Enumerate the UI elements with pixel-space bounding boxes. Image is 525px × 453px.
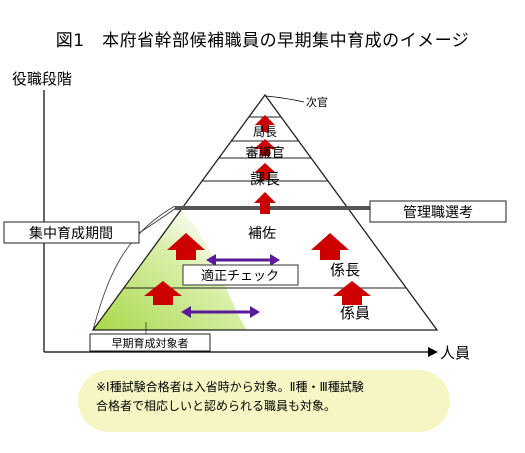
arrow-up-icon [167,233,205,260]
note-box [78,370,450,432]
arrowhead-left-icon [206,254,216,266]
y-axis-label: 役職段階 [12,70,72,88]
arrowhead-right-icon [250,306,260,318]
arrow-up-icon [333,281,371,305]
early-target-box [89,333,211,352]
pyramid-outline [91,93,439,331]
promotion-arrows [144,115,371,305]
level-1-label: 局長 [253,125,277,139]
arrow-up-icon [254,163,276,180]
level-2-label: 審議官 [245,145,284,161]
arrowhead-left-icon [181,306,191,318]
note-line-1: ※Ⅰ種試験合格者は入省時から対象。Ⅱ種・Ⅲ種試験 [96,380,364,394]
note-line-2: 合格者で相応しいと認められる職員も対象。 [96,399,337,413]
rotation-arrows [181,254,280,318]
x-axis-label: 人員 [440,344,470,362]
level-top-label: 次官 [306,95,328,109]
early-target-label: 早期育成対象者 [112,336,189,350]
x-axis-arrowhead [428,347,438,357]
page-title: 図1 本府省幹部候補職員の早期集中育成のイメージ [55,31,470,51]
period-leader-line [138,207,177,234]
arrow-up-icon [254,192,276,214]
manager-selection-label: 管理職選考 [403,205,473,221]
aptitude-check-label: 適正チェック [201,268,279,284]
arrowhead-right-icon [270,254,280,266]
arrow-up-icon [255,115,275,132]
aptitude-check-box [182,264,299,286]
arrow-up-icon [311,233,349,260]
manager-selection-box [369,200,507,223]
level-6-label: 係員 [340,304,370,322]
arrow-up-icon [254,139,276,156]
arrow-up-icon [144,281,182,305]
training-period-box [3,221,140,244]
level-3-label: 課長 [250,170,280,188]
top-level-pointer [265,95,305,103]
band-boundary-curve [92,205,176,331]
training-period-label: 集中育成期間 [29,225,113,242]
level-5-label: 係長 [330,261,360,279]
level-4-label: 補佐 [248,226,276,242]
